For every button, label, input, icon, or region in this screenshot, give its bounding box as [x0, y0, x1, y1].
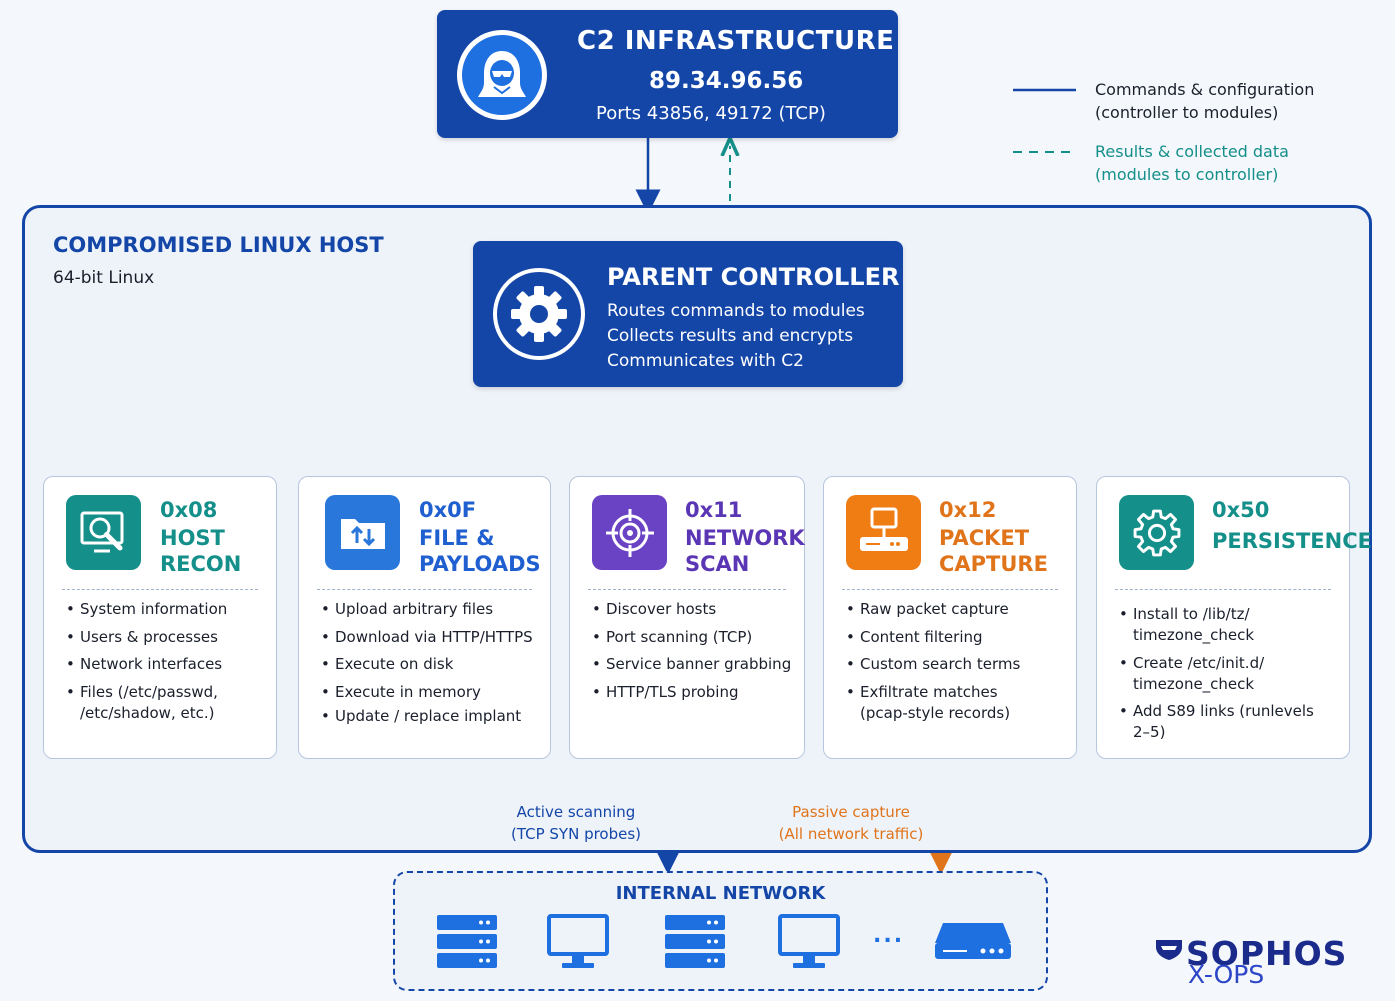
- module-packet-capture-icon-tile: [846, 495, 921, 570]
- host-subtitle: 64-bit Linux: [53, 268, 155, 288]
- module-host-recon-name2: RECON: [160, 552, 242, 576]
- internal-network-title: INTERNAL NETWORK: [615, 883, 826, 904]
- list-item: Service banner grabbing: [592, 654, 791, 675]
- active-scanning-line2: (TCP SYN probes): [510, 825, 642, 843]
- list-item: Create /etc/init.d/: [1119, 653, 1314, 674]
- gear-icon: [511, 286, 567, 342]
- passive-capture-label: Passive capture (All network traffic): [771, 801, 931, 845]
- module-network-scan-code: 0x11: [685, 498, 743, 522]
- parent-line-1: Routes commands to modules: [607, 301, 865, 321]
- module-network-scan-name2: SCAN: [685, 552, 750, 576]
- list-item: Add S89 links (runlevels: [1119, 701, 1314, 722]
- list-item: Files (/etc/passwd,: [66, 682, 227, 703]
- list-item: Content filtering: [846, 627, 1020, 648]
- list-item: Upload arbitrary files: [321, 599, 533, 620]
- c2-infrastructure-box: C2 INFRASTRUCTURE 89.34.96.56 Ports 4385…: [437, 10, 898, 138]
- server-icon: [665, 915, 725, 968]
- parent-line-2: Collects results and encrypts: [607, 326, 854, 346]
- module-persistence-list: Install to /lib/tz/ timezone_check Creat…: [1119, 604, 1314, 750]
- module-network-scan-list: Discover hosts Port scanning (TCP) Servi…: [592, 599, 791, 709]
- module-persistence-name1: PERSISTENCE: [1212, 529, 1372, 553]
- module-network-scan-icon-tile: [592, 495, 667, 570]
- parent-title: PARENT CONTROLLER: [607, 263, 900, 291]
- module-network-scan: 0x11 NETWORK SCAN Discover hosts Port sc…: [569, 476, 805, 759]
- module-network-scan-name1: NETWORK: [685, 526, 805, 550]
- list-item: Port scanning (TCP): [592, 627, 791, 648]
- passive-capture-line1: Passive capture: [792, 803, 910, 821]
- xops-logo: X-OPS: [1188, 960, 1265, 989]
- hacker-icon: [478, 51, 526, 97]
- legend-results-line2: (modules to controller): [1095, 165, 1279, 184]
- module-packet-capture-name2: CAPTURE: [939, 552, 1048, 576]
- list-item: Discover hosts: [592, 599, 791, 620]
- c2-ports: Ports 43856, 49172 (TCP): [596, 103, 826, 124]
- module-host-recon: 0x08 HOST RECON System information Users…: [43, 476, 277, 759]
- internal-network-box: INTERNAL NETWORK ...: [393, 871, 1048, 991]
- list-item: Install to /lib/tz/: [1119, 604, 1314, 625]
- list-item: Exfiltrate matches: [846, 682, 1020, 703]
- host-title: COMPROMISED LINUX HOST: [53, 233, 384, 257]
- legend-commands-line1: Commands & configuration: [1095, 80, 1315, 99]
- module-host-recon-list: System information Users & processes Net…: [66, 599, 227, 730]
- list-item-continuation: 2–5): [1133, 723, 1166, 741]
- module-persistence-code: 0x50: [1212, 498, 1270, 522]
- list-item: Download via HTTP/HTTPS: [321, 627, 533, 648]
- module-packet-capture-list: Raw packet capture Content filtering Cus…: [846, 599, 1020, 730]
- module-file-payloads-name1: FILE &: [419, 526, 495, 550]
- c2-ip-address: 89.34.96.56: [649, 68, 804, 94]
- list-item: Raw packet capture: [846, 599, 1020, 620]
- list-item: Execute in memory: [321, 682, 533, 703]
- crosshair-icon: [605, 508, 654, 557]
- module-persistence: 0x50 PERSISTENCE Install to /lib/tz/ tim…: [1096, 476, 1372, 759]
- list-item-continuation: timezone_check: [1133, 626, 1255, 644]
- legend-results-line1: Results & collected data: [1095, 142, 1289, 161]
- module-file-payloads: 0x0F FILE & PAYLOADS Upload arbitrary fi…: [298, 476, 551, 759]
- router-icon: [935, 923, 1011, 959]
- monitor-icon: [778, 914, 840, 968]
- module-host-recon-icon-tile: [66, 495, 141, 570]
- gear-icon: [1133, 509, 1180, 556]
- sophos-logo: SOPHOS: [1186, 934, 1348, 973]
- module-persistence-icon-tile: [1119, 495, 1194, 570]
- legend-commands-line2: (controller to modules): [1095, 103, 1279, 122]
- folder-transfer-icon: [340, 518, 385, 549]
- c2-title: C2 INFRASTRUCTURE: [577, 26, 895, 56]
- active-scanning-line1: Active scanning: [516, 803, 636, 821]
- module-file-payloads-name2: PAYLOADS: [419, 552, 541, 576]
- list-item-continuation: /etc/shadow, etc.): [80, 703, 215, 722]
- module-host-recon-name1: HOST: [160, 526, 225, 550]
- parent-controller-box: PARENT CONTROLLER Routes commands to mod…: [473, 241, 903, 387]
- more-devices-ellipsis: ...: [873, 923, 905, 948]
- module-file-payloads-list: Upload arbitrary files Download via HTTP…: [321, 599, 533, 734]
- list-item: Custom search terms: [846, 654, 1020, 675]
- active-scanning-label: Active scanning (TCP SYN probes): [501, 801, 651, 845]
- list-item: System information: [66, 599, 227, 620]
- sophos-shield-icon: [1156, 940, 1182, 960]
- list-item: Users & processes: [66, 627, 227, 648]
- c2-icon-circle: [457, 30, 547, 120]
- list-item: Update / replace implant: [321, 706, 533, 727]
- list-item-continuation: timezone_check: [1133, 674, 1255, 693]
- module-packet-capture-code: 0x12: [939, 498, 997, 522]
- list-item: Execute on disk: [321, 654, 533, 675]
- legend-results: Results & collected data (modules to con…: [1095, 140, 1289, 186]
- packet-monitor-icon: [859, 507, 908, 551]
- parent-icon-circle: [493, 268, 585, 360]
- list-item: Network interfaces: [66, 654, 227, 675]
- module-host-recon-code: 0x08: [160, 498, 218, 522]
- module-packet-capture-name1: PACKET: [939, 526, 1030, 550]
- module-file-payloads-icon-tile: [325, 495, 400, 570]
- legend-commands: Commands & configuration (controller to …: [1095, 78, 1314, 124]
- server-icon: [437, 915, 497, 968]
- list-item: HTTP/TLS probing: [592, 682, 791, 703]
- module-file-payloads-code: 0x0F: [419, 498, 477, 522]
- module-packet-capture: 0x12 PACKET CAPTURE Raw packet capture C…: [823, 476, 1077, 759]
- passive-capture-line2: (All network traffic): [778, 825, 924, 843]
- monitor-icon: [547, 914, 609, 968]
- magnifier-monitor-icon: [80, 511, 123, 552]
- list-item-continuation: (pcap-style records): [860, 703, 1011, 722]
- parent-line-3: Communicates with C2: [607, 351, 804, 371]
